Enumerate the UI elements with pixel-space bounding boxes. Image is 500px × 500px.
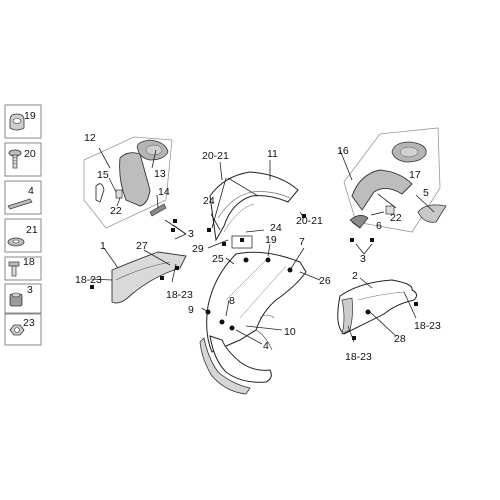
legend-item-23: 23 (4, 313, 42, 346)
legend-item-20: 20 (4, 142, 42, 177)
grommet-icon (9, 113, 25, 131)
legend-code: 4 (28, 185, 34, 197)
callout-label: 26 (319, 275, 331, 287)
legend-item-21: 21 (4, 218, 42, 253)
callout-label: 15 (97, 169, 109, 181)
washer-icon (7, 237, 25, 247)
callout-label: 20-21 (296, 215, 323, 227)
hardware-legend: 19 20 4 21 (4, 104, 42, 346)
callout-label: 18-23 (345, 351, 372, 363)
callout-label: 14 (158, 186, 170, 198)
adhesive-strip-icon (7, 198, 33, 210)
left-inner-panel (111, 251, 187, 304)
callout-label: 2 (352, 270, 358, 282)
legend-code: 20 (24, 148, 36, 160)
legend-code: 21 (26, 224, 38, 236)
callout-label: 9 (188, 304, 194, 316)
callout-labels: 12 13 14 15 22 3 20-21 11 20-21 24 24 29… (75, 132, 441, 363)
callout-label: 10 (284, 326, 296, 338)
callout-label: 13 (154, 168, 166, 180)
legend-code: 19 (24, 110, 36, 122)
screw-icon (8, 149, 22, 169)
callout-label: 3 (188, 228, 194, 240)
callout-label: 3 (360, 253, 366, 265)
callout-label: 7 (299, 236, 305, 248)
spacer-icon (9, 292, 23, 307)
windscreen (209, 171, 299, 249)
callout-label: 20-21 (202, 150, 229, 162)
callout-label: 1 (100, 240, 106, 252)
callout-label: 24 (203, 195, 215, 207)
bolt-icon (8, 261, 20, 277)
legend-item-3: 3 (4, 283, 42, 314)
callout-label: 16 (337, 145, 349, 157)
callout-label: 8 (229, 295, 235, 307)
front-fairing (199, 251, 307, 395)
leader-lines (89, 147, 435, 345)
callout-label: 22 (390, 212, 402, 224)
nut-icon (9, 324, 25, 336)
right-side-panel (337, 279, 418, 335)
legend-code: 18 (23, 256, 35, 268)
callout-label: 22 (110, 205, 122, 217)
callout-label: 11 (267, 148, 278, 160)
left-mirror-assembly (83, 136, 173, 229)
right-mirror-assembly (343, 127, 447, 233)
legend-item-4: 4 (4, 180, 42, 215)
callout-label: 6 (376, 220, 382, 232)
callout-label: 12 (84, 132, 96, 144)
callout-label: 27 (136, 240, 148, 252)
callout-label: 18-23 (75, 274, 102, 286)
callout-label: 28 (394, 333, 406, 345)
callout-label: 18-23 (166, 289, 193, 301)
legend-code: 3 (27, 284, 33, 296)
callout-label: 18-23 (414, 320, 441, 332)
callout-label: 25 (212, 253, 224, 265)
callout-label: 4 (263, 340, 269, 352)
callout-label: 5 (423, 187, 429, 199)
callout-label: 17 (409, 169, 421, 181)
legend-item-18: 18 (4, 256, 42, 281)
fastener-markers (90, 214, 418, 340)
callout-label: 19 (265, 234, 277, 246)
callout-label: 24 (270, 222, 282, 234)
legend-item-19: 19 (4, 104, 42, 139)
callout-label: 29 (192, 243, 204, 255)
legend-code: 23 (23, 317, 35, 329)
